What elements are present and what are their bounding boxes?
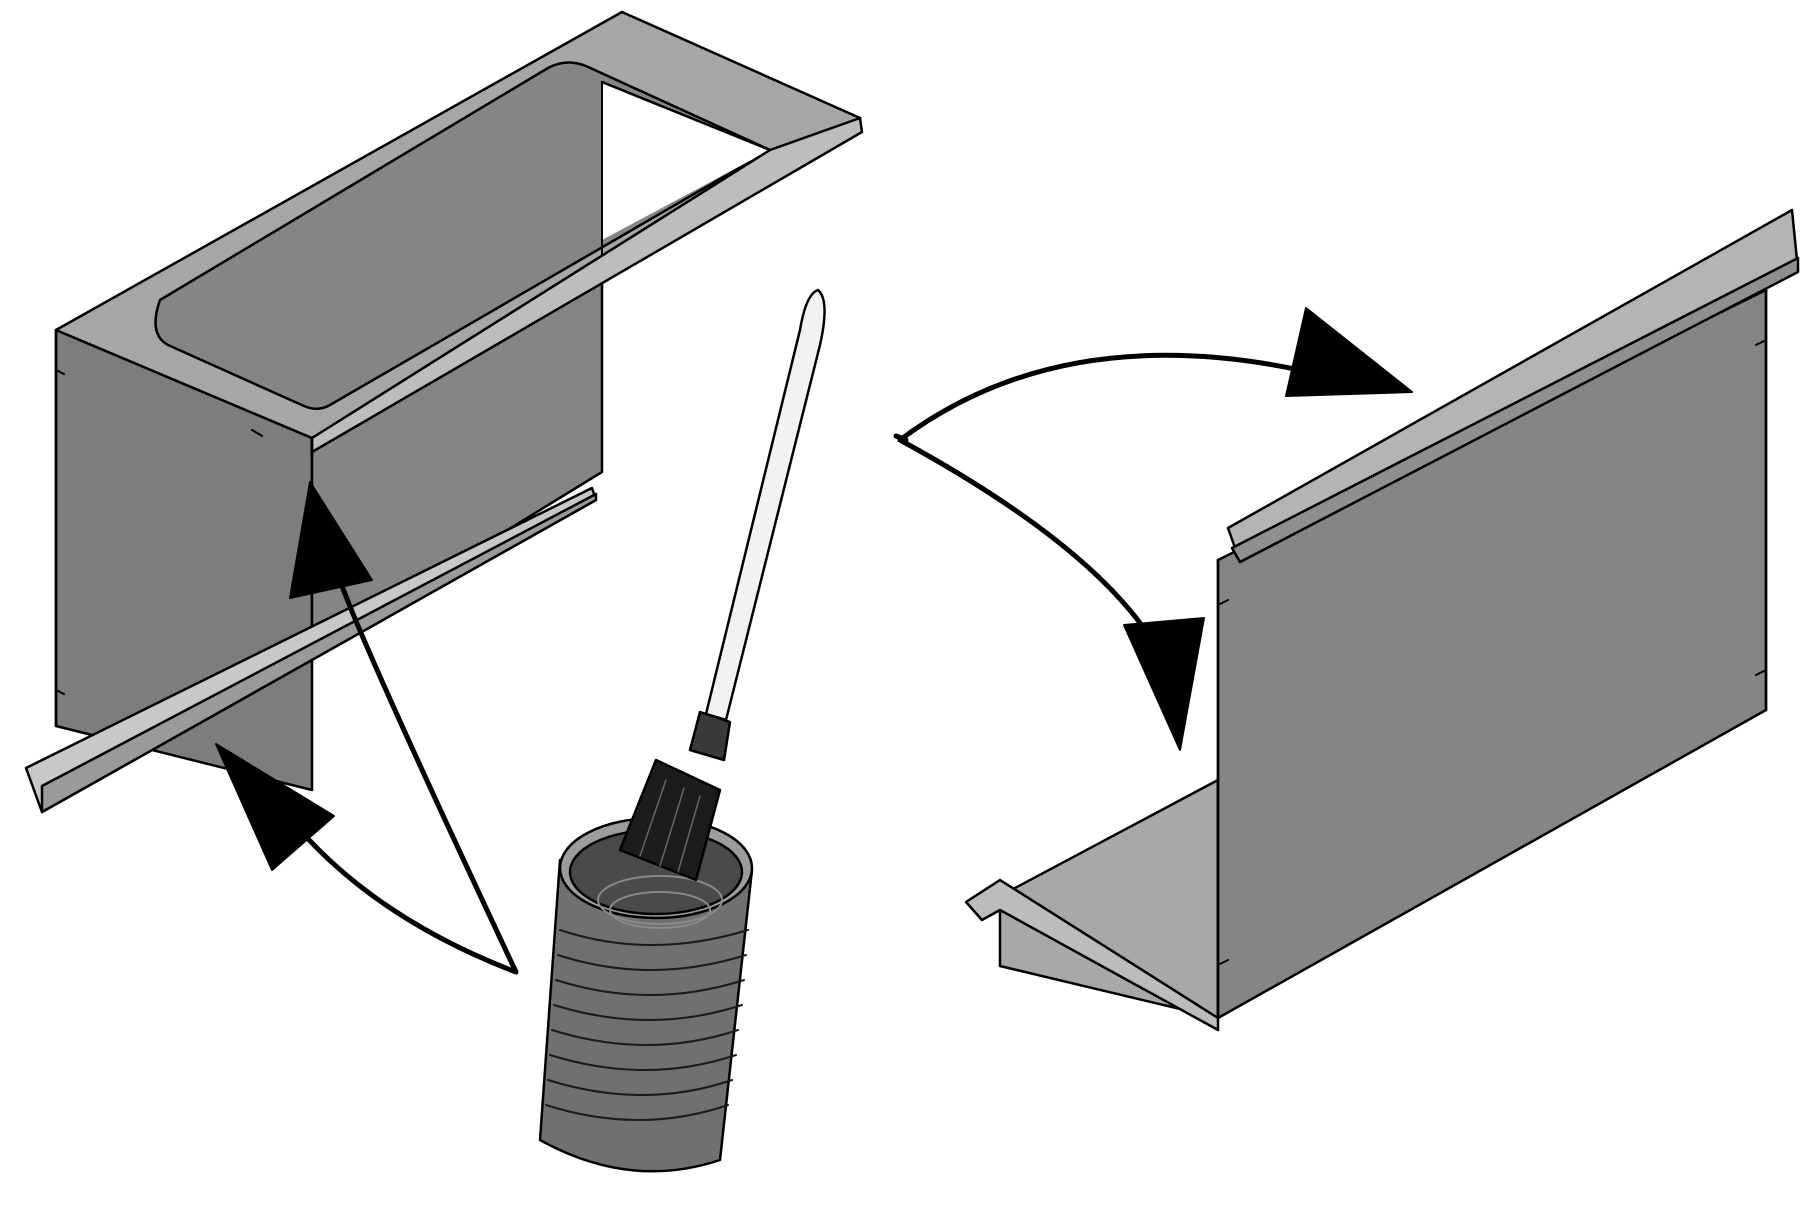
panel-base [998,778,1220,1020]
arrow-to-tray-edge [337,577,519,975]
panel-top-flange-under [1230,256,1800,564]
arrowhead-tray-lip [215,743,335,871]
arrow-to-tray-lip [297,827,519,975]
brush-bristles [618,758,722,882]
paint-brush [618,288,826,882]
panel-base-front [964,878,1220,1032]
arrowhead-panel-top [1285,307,1413,397]
right-panel [964,208,1800,1032]
left-tray [24,10,864,814]
arrowheads [215,307,1413,871]
tray-right-lip [310,116,864,454]
arrow-to-panel-top [897,352,1303,443]
arrowhead-tray-edge [289,481,373,599]
paint-can [538,816,754,1173]
can-body [538,858,754,1173]
brush-handle [704,288,826,722]
tray-bottom-lip-shadow [40,492,598,814]
tray-opening-back [602,82,770,240]
brush-ferrule [688,710,732,762]
arrowhead-panel-base [1123,617,1205,751]
can-ribs [545,929,749,1121]
